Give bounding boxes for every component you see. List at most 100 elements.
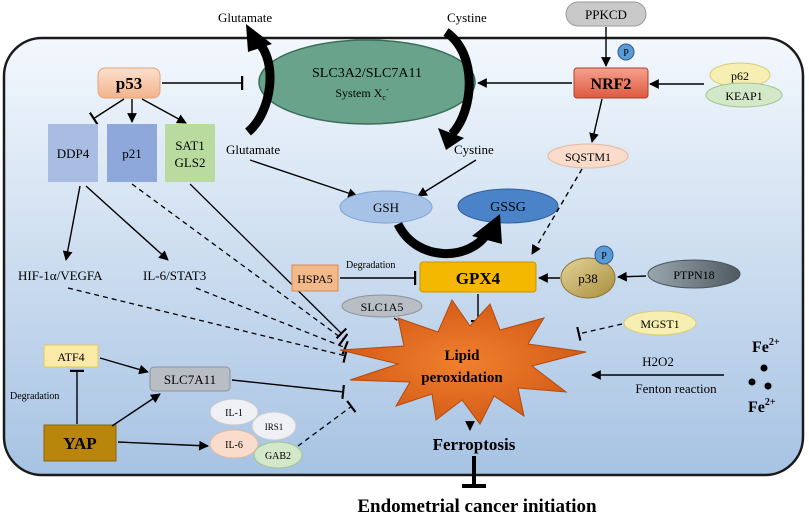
p21-inhibits-lipid-peroxidation — [131, 183, 349, 346]
p21-node — [107, 124, 157, 182]
mgst1-inhibits-lipid-peroxidation — [576, 323, 623, 341]
nrf2-phosphorylation-badge — [617, 43, 635, 61]
il1-label: IL-1 — [225, 408, 243, 419]
fe-top-label: Fe2+ — [752, 337, 780, 356]
fenton-reaction-label: Fenton reaction — [635, 381, 717, 396]
iron-dot — [764, 382, 772, 390]
atf4-label: ATF4 — [57, 350, 84, 364]
sqstm1-node — [547, 143, 629, 169]
sqstm1-to-gpx4-arrow — [531, 168, 583, 255]
atf4-node — [43, 344, 99, 368]
ptpn18-node — [647, 259, 741, 289]
gsh-label: GSH — [373, 200, 399, 215]
irs1-node — [251, 411, 297, 441]
atf4-to-slc7a11-arrow — [99, 357, 149, 375]
p38-phospho-label: P — [601, 251, 607, 262]
sat1-inhibits-lipid-peroxidation — [189, 183, 348, 340]
mgst1-label: MGST1 — [640, 317, 679, 331]
ferroptosis-inhibition-bar — [462, 484, 486, 488]
keap1-label: KEAP1 — [725, 89, 762, 103]
slc3a2-slc7a11-transporter — [258, 39, 476, 125]
sat1-label: SAT1 — [175, 138, 205, 153]
gpx4-node — [419, 261, 537, 293]
hspa5-node — [291, 264, 339, 292]
cystine-in-label: Cystine — [454, 142, 494, 157]
gpx4-degradation-label: Degradation — [346, 260, 395, 271]
yap-node — [43, 424, 117, 462]
endometrial-cancer-label: Endometrial cancer initiation — [357, 496, 597, 516]
slc7a11-inhibits-lipid-peroxidation — [231, 379, 345, 399]
gsh-to-gssg-conversion-arrow — [393, 221, 492, 258]
p38-label: p38 — [578, 271, 598, 286]
hif-inhibits-lipid-peroxidation — [67, 287, 348, 363]
il6-node — [209, 429, 259, 459]
transporter-name: SLC3A2/SLC7A11 — [312, 66, 422, 81]
yap-degradation-label: Degradation — [10, 391, 59, 402]
p53-node — [97, 67, 161, 99]
glutamate-in-label: Glutamate — [226, 142, 280, 157]
gls2-label: GLS2 — [174, 155, 205, 170]
nrf2-phospho-label: P — [623, 48, 629, 59]
p21-label: p21 — [122, 146, 142, 161]
slc7a11-label: SLC7A11 — [164, 372, 216, 387]
nrf2-node — [573, 67, 649, 99]
ptpn18-label: PTPN18 — [673, 268, 714, 282]
sqstm1-label: SQSTM1 — [565, 150, 611, 164]
il1-node — [209, 398, 259, 426]
cystine-out-label: Cystine — [447, 10, 487, 25]
transporter-system: System Xc- — [335, 85, 389, 102]
nrf2-to-sqstm1-arrow — [589, 98, 603, 143]
glutamate-export-arrowhead — [246, 24, 272, 52]
yap-label: YAP — [63, 434, 96, 453]
ddp4-node — [48, 124, 98, 182]
ddp4-to-hif-arrow — [62, 185, 81, 261]
lipid-peroxidation-burst — [339, 298, 587, 425]
ppkcd-node — [565, 1, 647, 27]
p38-phosphorylation-badge — [594, 245, 614, 265]
iron-dot — [748, 378, 756, 386]
gsh-to-gssg-arrowhead — [472, 214, 502, 244]
gpx4-label: GPX4 — [456, 269, 501, 288]
sat1-gls2-node — [165, 124, 215, 182]
slc1a5-label: SLC1A5 — [361, 300, 404, 314]
ppkcd-label: PPKCD — [585, 7, 627, 22]
cystine-import-arrow — [443, 28, 474, 138]
il6stat3-label: IL-6/STAT3 — [143, 268, 206, 283]
cystine-import-arrowhead — [438, 128, 464, 150]
yap-to-cytokines-arrow — [117, 440, 209, 451]
cytokines-inhibit-lipid-peroxidation — [297, 400, 357, 447]
p53-inhibits-ddp4 — [89, 98, 125, 125]
h2o2-label: H2O2 — [642, 354, 674, 369]
nrf2-label: NRF2 — [591, 76, 632, 93]
fe-bottom-label: Fe2+ — [748, 397, 776, 416]
irs1-label: IRS1 — [265, 422, 284, 432]
gssg-node — [457, 188, 559, 224]
gsh-node — [339, 190, 433, 224]
yap-to-slc7a11-arrow — [111, 393, 161, 427]
lipid-peroxidation-label-1: Lipid — [444, 348, 480, 364]
hspa5-label: HSPA5 — [297, 272, 333, 286]
glutamate-out-label: Glutamate — [218, 10, 272, 25]
gab2-node — [253, 441, 303, 469]
iron-dot — [760, 364, 768, 372]
cystine-to-gsh-arrow — [417, 159, 477, 197]
ptpn18-to-p38-arrow — [617, 271, 647, 282]
slc7a11-node — [149, 366, 231, 392]
gab2-label: GAB2 — [265, 451, 291, 462]
glutamate-to-gsh-arrow — [249, 159, 358, 198]
ddp4-to-il6stat3-arrow — [85, 185, 169, 261]
ferroptosis-label: Ferroptosis — [433, 435, 516, 454]
ddp4-label: DDP4 — [57, 146, 90, 161]
p53-to-sat1-arrow — [141, 98, 187, 124]
gssg-label: GSSG — [490, 200, 526, 215]
p53-label: p53 — [116, 74, 142, 93]
hif-label: HIF-1α/VEGFA — [18, 268, 103, 283]
slc1a5-node — [341, 294, 423, 318]
mgst1-node — [623, 310, 697, 336]
lipid-peroxidation-label-2: peroxidation — [421, 370, 503, 386]
p62-label: p62 — [731, 69, 749, 83]
glutamate-export-arrow — [244, 38, 275, 136]
p38-node — [560, 257, 616, 299]
keap1-node — [705, 82, 783, 108]
